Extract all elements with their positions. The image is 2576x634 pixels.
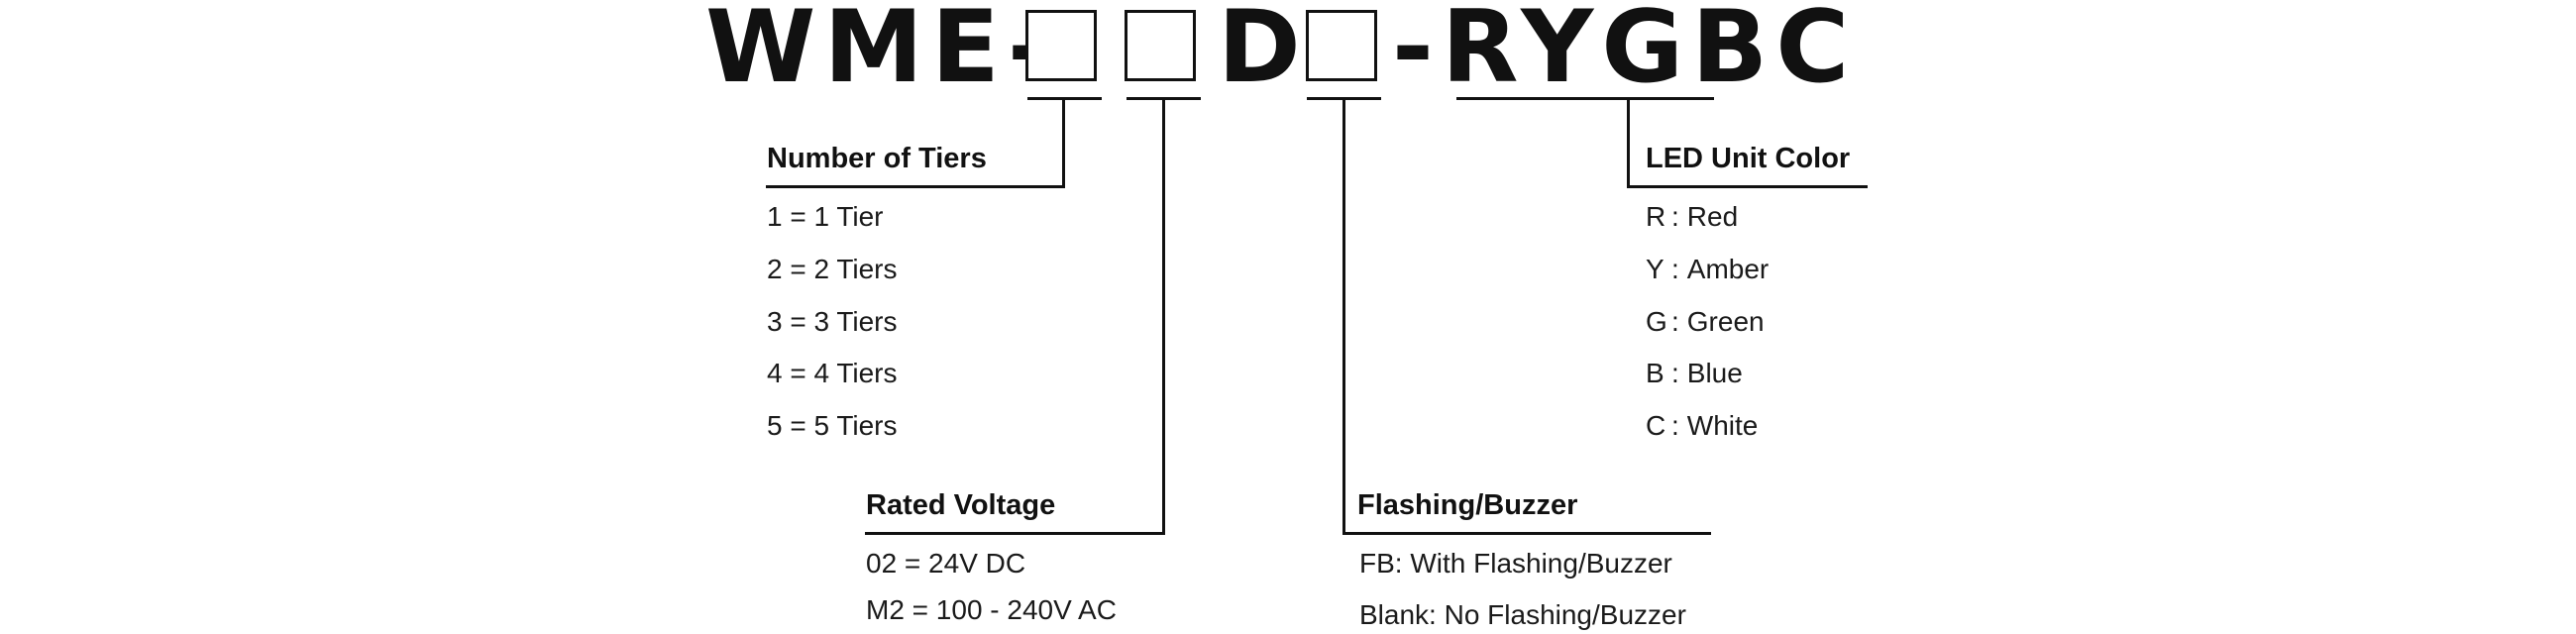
- color-name: White: [1686, 410, 1759, 441]
- led-color-option-white: C:White: [1646, 410, 1759, 441]
- color-code: G: [1646, 306, 1667, 337]
- tier-count-placeholder-box: [1025, 10, 1097, 81]
- model-code-suffix: -RYGBC: [1392, 0, 1858, 105]
- voltage-heading: Rated Voltage: [866, 489, 1056, 521]
- color-name: Blue: [1686, 358, 1743, 388]
- tiers-option: 2 = 2 Tiers: [767, 254, 898, 284]
- color-name: Red: [1686, 201, 1739, 232]
- tiers-option: 4 = 4 Tiers: [767, 358, 898, 388]
- led-color-option-green: G:Green: [1646, 306, 1765, 337]
- led-color-option-blue: B:Blue: [1646, 358, 1743, 388]
- color-code: R: [1646, 201, 1666, 232]
- tiers-vertical-connector: [1062, 97, 1065, 188]
- led-color-vertical-connector: [1627, 97, 1630, 188]
- color-name: Amber: [1686, 254, 1770, 284]
- voltage-heading-rule: [865, 532, 1165, 535]
- model-code-middle: D: [1218, 0, 1309, 105]
- voltage-option: 02 = 24V DC: [866, 548, 1026, 579]
- led-color-heading-rule: [1627, 185, 1868, 188]
- flashing-heading: Flashing/Buzzer: [1357, 489, 1578, 521]
- code-suffix-text: -RYGBC: [1392, 0, 1858, 105]
- voltage-placeholder-box-1: [1125, 10, 1196, 81]
- code-middle-text: D: [1218, 0, 1309, 105]
- led-color-option-amber: Y:Amber: [1646, 254, 1770, 284]
- color-code: Y: [1646, 254, 1664, 284]
- voltage-option: M2 = 100 - 240V AC: [866, 594, 1117, 625]
- tiers-heading: Number of Tiers: [767, 143, 987, 174]
- flashing-vertical-connector: [1342, 97, 1345, 535]
- tiers-option: 5 = 5 Tiers: [767, 410, 898, 441]
- color-name: Green: [1686, 306, 1765, 337]
- voltage-vertical-connector: [1162, 97, 1165, 535]
- code-prefix-text: WME-: [705, 0, 1057, 105]
- flashing-heading-rule: [1342, 532, 1711, 535]
- flashing-option: Blank: No Flashing/Buzzer: [1359, 599, 1686, 630]
- color-code: C: [1646, 410, 1666, 441]
- led-color-underline: [1456, 97, 1714, 100]
- flashing-option: FB: With Flashing/Buzzer: [1359, 548, 1672, 579]
- tiers-option: 3 = 3 Tiers: [767, 306, 898, 337]
- led-color-option-red: R:Red: [1646, 201, 1739, 232]
- tiers-option: 1 = 1 Tier: [767, 201, 884, 232]
- led-color-heading: LED Unit Color: [1646, 143, 1851, 174]
- tiers-heading-rule: [766, 185, 1065, 188]
- model-code-prefix: WME-: [705, 0, 1057, 105]
- flashing-placeholder-box: [1306, 10, 1377, 81]
- color-code: B: [1646, 358, 1664, 388]
